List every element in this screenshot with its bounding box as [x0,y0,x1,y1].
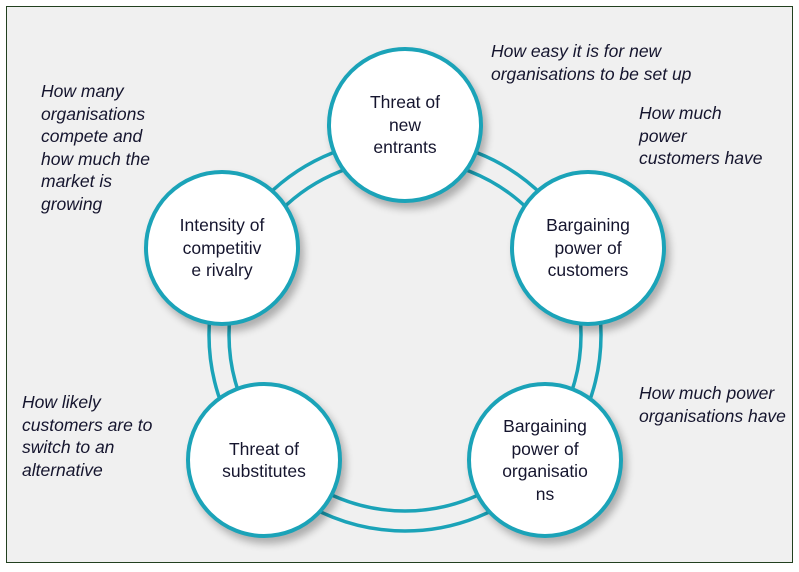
force-threat-of-substitutes: Threat of substitutes [186,382,342,538]
force-label: Bargaining power of customers [546,215,630,281]
note-customers: How much power customers have [639,103,763,168]
note-new-entrants: How easy it is for new organisations to … [491,41,692,84]
force-label: Threat of substitutes [222,438,306,482]
force-bargaining-power-customers: Bargaining power of customers [510,170,666,326]
note-organisations: How much power organisations have [639,383,786,426]
note-rivalry: How many organisations compete and how m… [41,81,150,214]
force-threat-of-new-entrants: Threat of new entrants [327,47,483,203]
note-substitutes: How likely customers are to switch to an… [22,392,153,480]
force-bargaining-power-organisations: Bargaining power of organisatio ns [467,382,623,538]
force-label: Bargaining power of organisatio ns [502,416,588,504]
force-label: Intensity of competitiv e rivalry [179,215,265,281]
force-label: Threat of new entrants [369,92,441,158]
force-competitive-rivalry: Intensity of competitiv e rivalry [144,170,300,326]
